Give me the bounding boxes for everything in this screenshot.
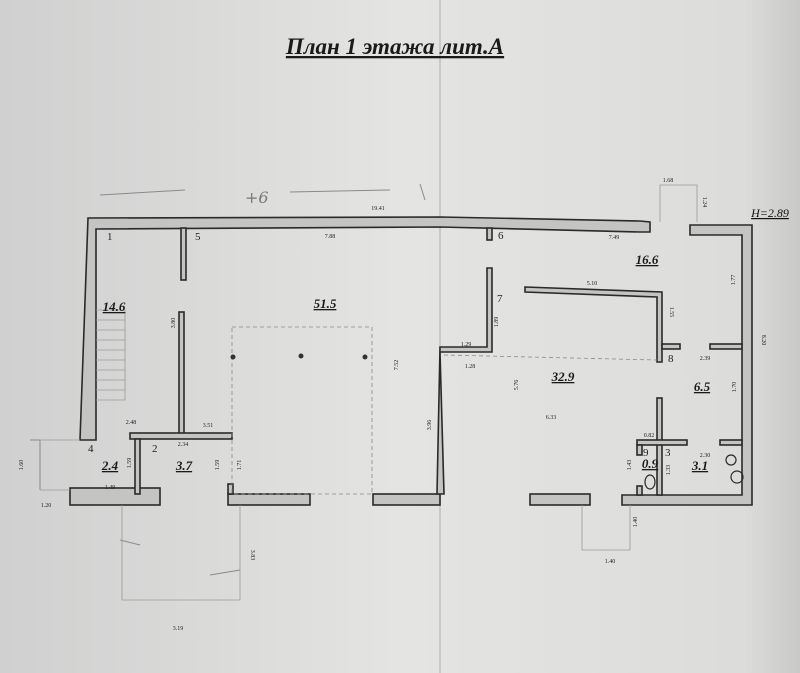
dimension-label: 1.89 xyxy=(494,317,500,328)
dimension-label: 1.40 xyxy=(633,517,639,528)
room-area: 14.6 xyxy=(103,299,126,314)
toilet-icon xyxy=(644,454,744,490)
dimension-label: 2.48 xyxy=(126,420,137,426)
room-number: 2 xyxy=(152,443,158,455)
walls xyxy=(69,216,753,506)
room-area: 2.4 xyxy=(101,458,119,473)
room-area: 6.5 xyxy=(694,379,711,394)
dimension-label: 7.49 xyxy=(609,235,620,241)
room-number: 7 xyxy=(497,293,503,305)
dimension-label: 1.71 xyxy=(237,460,243,471)
dimension-label: 1.77 xyxy=(731,275,737,286)
dimension-label: 1.68 xyxy=(663,178,674,184)
dimension-label: 1.24 xyxy=(701,197,707,208)
dimension-label: 1.59 xyxy=(127,458,133,469)
dimension-label: 2.30 xyxy=(700,453,711,459)
room-area: 3.7 xyxy=(175,458,193,473)
dimension-label: 1.49 xyxy=(105,485,116,491)
room-number: 6 xyxy=(498,230,504,242)
room-area: 16.6 xyxy=(636,252,659,267)
handwritten-note: +6 xyxy=(245,188,269,207)
room-number: 8 xyxy=(668,353,674,365)
dimension-label: 1.60 xyxy=(19,460,25,471)
room-number: 3 xyxy=(665,447,671,459)
dimension-label: 3.51 xyxy=(203,423,214,429)
side-outline-left xyxy=(40,439,80,491)
dimension-label: 1.43 xyxy=(627,460,633,471)
staircase xyxy=(96,309,126,401)
room-area: 3.1 xyxy=(691,458,708,473)
dimension-label: 1.28 xyxy=(465,364,476,370)
dimension-label: 2.34 xyxy=(178,442,189,448)
dimension-label: 5.10 xyxy=(587,281,598,287)
room-area: 0.9 xyxy=(642,456,659,471)
dimension-label: 3.80 xyxy=(171,318,177,329)
column-marker xyxy=(298,353,304,359)
room-number: 9 xyxy=(643,447,649,459)
dimension-label: 1.55 xyxy=(668,307,674,318)
porch-outline-left xyxy=(121,505,241,601)
dimension-label: 1.40 xyxy=(605,559,616,565)
dimension-label: 3.19 xyxy=(173,626,184,632)
dimension-label: 1.33 xyxy=(666,465,672,476)
dimension-label: 5.76 xyxy=(514,380,520,391)
dimension-label: 7.88 xyxy=(325,234,336,240)
dimension-label: 8.20 xyxy=(760,335,766,346)
dimension-label: 19.41 xyxy=(371,206,385,212)
dimension-label: 1.59 xyxy=(215,460,221,471)
dimension-label: 2.39 xyxy=(700,356,711,362)
ceiling-outline xyxy=(231,326,373,495)
room-number: 1 xyxy=(107,231,113,243)
dimension-label: 3.83 xyxy=(249,550,255,561)
room-area: 32.9 xyxy=(551,369,575,384)
room-number: 5 xyxy=(195,231,201,243)
column-marker xyxy=(230,354,236,360)
dimension-label: 3.96 xyxy=(427,420,433,431)
column-marker xyxy=(362,354,368,360)
dimension-label: 1.20 xyxy=(41,503,52,509)
dimension-labels: 19.41 7.88 7.49 1.68 1.24 5.10 1.55 1.77… xyxy=(19,178,766,632)
room-number: 4 xyxy=(88,443,94,455)
dimension-label: 7.52 xyxy=(394,360,400,371)
dimension-label: 6.33 xyxy=(546,415,557,421)
entrance-outline-top xyxy=(659,184,698,222)
dimension-label: 0.82 xyxy=(644,433,655,439)
room-divider-line xyxy=(443,354,658,361)
room-area: 51.5 xyxy=(314,296,337,311)
dimension-label: 1.29 xyxy=(461,342,472,348)
porch-outline-right xyxy=(581,505,631,551)
plan-title: План 1 этажа лит.А xyxy=(285,34,504,59)
ceiling-height-label: H=2.89 xyxy=(750,206,789,220)
dimension-label: 1.70 xyxy=(732,382,738,393)
